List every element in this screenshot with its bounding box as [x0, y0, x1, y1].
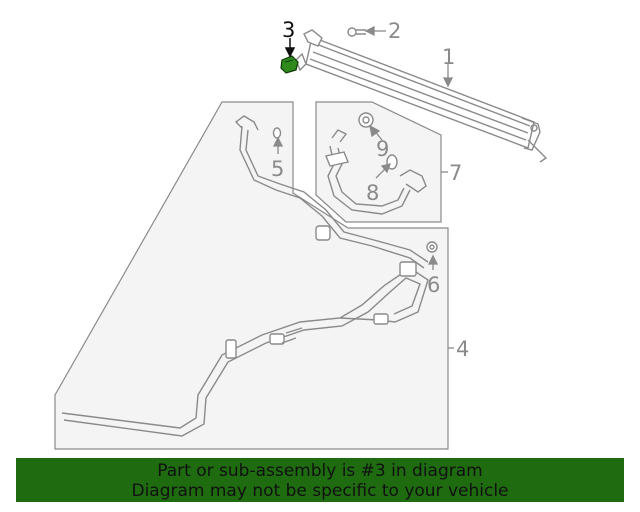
- highlighted-part-clip: [280, 55, 299, 74]
- callout-6: 6: [427, 273, 440, 297]
- cooler-hose-assembly: [61, 115, 429, 437]
- o-ring-6: [426, 241, 438, 253]
- callout-3-highlighted: 3: [282, 18, 295, 42]
- panel-hose-assembly: [54, 101, 449, 450]
- callout-4: 4: [456, 337, 469, 361]
- leader-lines: [272, 25, 454, 349]
- callout-2: 2: [388, 19, 401, 43]
- inlet-hose: [325, 129, 427, 215]
- callout-7: 7: [449, 161, 462, 185]
- parts-diagram: 1 2 3 4 5 6 7 8 9: [54, 18, 548, 450]
- banner-line-part-number: Part or sub-assembly is #3 in diagram: [157, 461, 483, 481]
- callout-8: 8: [366, 181, 379, 205]
- bolt: [347, 27, 366, 37]
- banner-line-disclaimer: Diagram may not be specific to your vehi…: [131, 481, 509, 501]
- leader-line-3: [284, 38, 296, 58]
- cooler-radiator: [295, 29, 548, 163]
- callout-5: 5: [271, 157, 284, 181]
- part-notice-banner: Part or sub-assembly is #3 in diagram Di…: [16, 458, 624, 502]
- seal-ring-9: [358, 112, 374, 128]
- callout-1: 1: [442, 45, 455, 69]
- o-ring-5: [272, 127, 282, 139]
- callout-9: 9: [376, 137, 389, 161]
